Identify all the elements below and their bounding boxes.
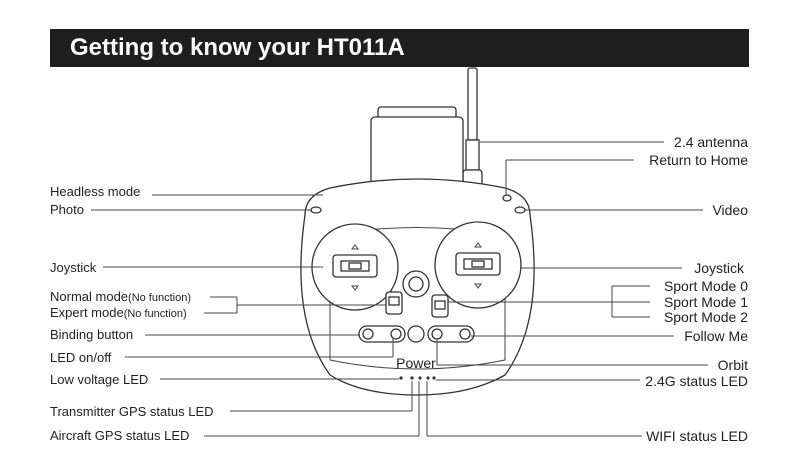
label-24g-status-led: 2.4G status LED xyxy=(645,373,748,389)
label-headless-mode: Headless mode xyxy=(50,184,140,199)
rth-button[interactable] xyxy=(502,194,512,202)
led-button[interactable] xyxy=(390,328,402,340)
label-sport-mode-1: Sport Mode 1 xyxy=(664,294,748,310)
page-title: Getting to know your HT011A xyxy=(70,34,405,61)
label-expert-mode: Expert mode(No function) xyxy=(50,305,187,320)
follow-me-button[interactable] xyxy=(459,328,471,340)
label-wifi-status-led: WIFI status LED xyxy=(646,428,748,444)
video-button[interactable] xyxy=(514,206,526,214)
right-joystick[interactable] xyxy=(434,221,522,309)
label-normal-mode: Normal mode(No function) xyxy=(50,289,191,304)
label-joystick-right: Joystick xyxy=(694,260,745,276)
label-orbit: Orbit xyxy=(718,357,748,373)
label-sport-mode-2: Sport Mode 2 xyxy=(664,309,748,325)
low-voltage-led xyxy=(399,376,403,380)
photo-button[interactable] xyxy=(310,206,322,214)
label-joystick-left: Joystick xyxy=(50,260,97,275)
label-photo: Photo xyxy=(50,202,84,217)
label-antenna: 2.4 antenna xyxy=(674,134,748,150)
antenna xyxy=(462,67,483,195)
power-button[interactable] xyxy=(407,325,425,343)
aircraft-gps-led xyxy=(418,376,422,380)
label-video: Video xyxy=(712,202,748,218)
label-tx-gps-led: Transmitter GPS status LED xyxy=(50,404,214,419)
binding-button[interactable] xyxy=(362,328,374,340)
orbit-button[interactable] xyxy=(431,328,443,340)
label-return-to-home: Return to Home xyxy=(649,152,748,168)
label-aircraft-gps-led: Aircraft GPS status LED xyxy=(50,428,189,443)
label-follow-me: Follow Me xyxy=(684,328,748,344)
left-joystick[interactable] xyxy=(311,223,399,311)
label-low-voltage-led: Low voltage LED xyxy=(50,372,148,387)
label-led-onoff: LED on/off xyxy=(50,350,112,365)
tx-gps-led xyxy=(410,376,414,380)
label-sport-mode-0: Sport Mode 0 xyxy=(664,278,748,294)
status-24g-led xyxy=(432,376,436,380)
wifi-led xyxy=(426,376,430,380)
title-bar: Getting to know your HT011A xyxy=(50,29,749,67)
label-power: Power xyxy=(396,355,436,371)
label-binding-button: Binding button xyxy=(50,327,133,342)
